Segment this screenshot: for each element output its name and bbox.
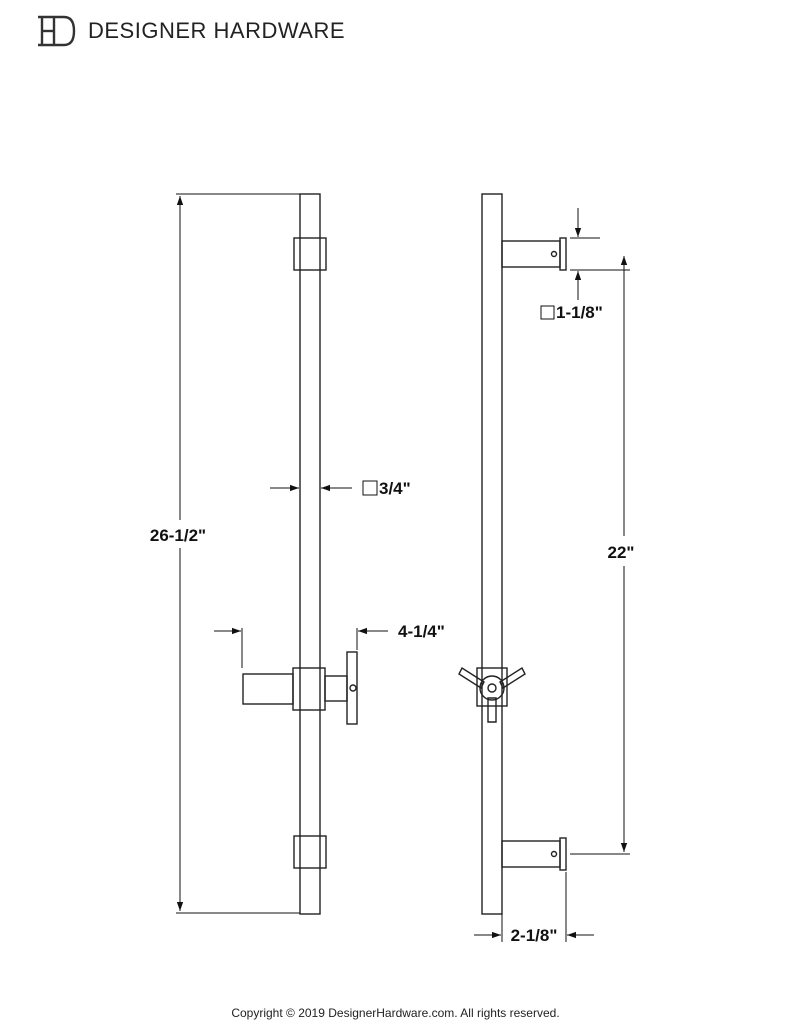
brand-header: DESIGNER HARDWARE	[36, 14, 345, 48]
wall-projection-label: 2-1/8"	[511, 926, 558, 945]
bar-square-label: 3/4"	[379, 479, 411, 498]
dim-overall-length	[176, 193, 300, 914]
side-sliding-holder	[458, 666, 526, 723]
side-view	[458, 193, 567, 915]
dim-bracket-square	[540, 208, 630, 320]
dim-wall-projection	[474, 872, 594, 942]
dh-monogram-icon	[38, 15, 76, 47]
side-top-bracket	[501, 237, 567, 271]
brand-name: DESIGNER HARDWARE	[88, 18, 346, 43]
holder-projection-label: 4-1/4"	[398, 622, 445, 641]
bracket-spacing-label: 22"	[608, 543, 635, 562]
dim-bar-square	[270, 480, 378, 496]
side-slide-bar	[481, 193, 503, 915]
copyright-notice: Copyright © 2019 DesignerHardware.com. A…	[231, 1006, 560, 1020]
bracket-square-label: 1-1/8"	[556, 303, 603, 322]
front-slide-bar	[299, 193, 321, 915]
dim-holder-projection	[214, 627, 388, 668]
overall-length-label: 26-1/2"	[150, 526, 206, 545]
front-view	[242, 193, 358, 915]
front-sliding-holder	[242, 651, 358, 725]
dim-bracket-spacing	[570, 256, 630, 855]
front-bottom-bracket	[293, 835, 327, 869]
front-top-bracket	[293, 237, 327, 271]
side-bottom-bracket	[501, 837, 567, 871]
